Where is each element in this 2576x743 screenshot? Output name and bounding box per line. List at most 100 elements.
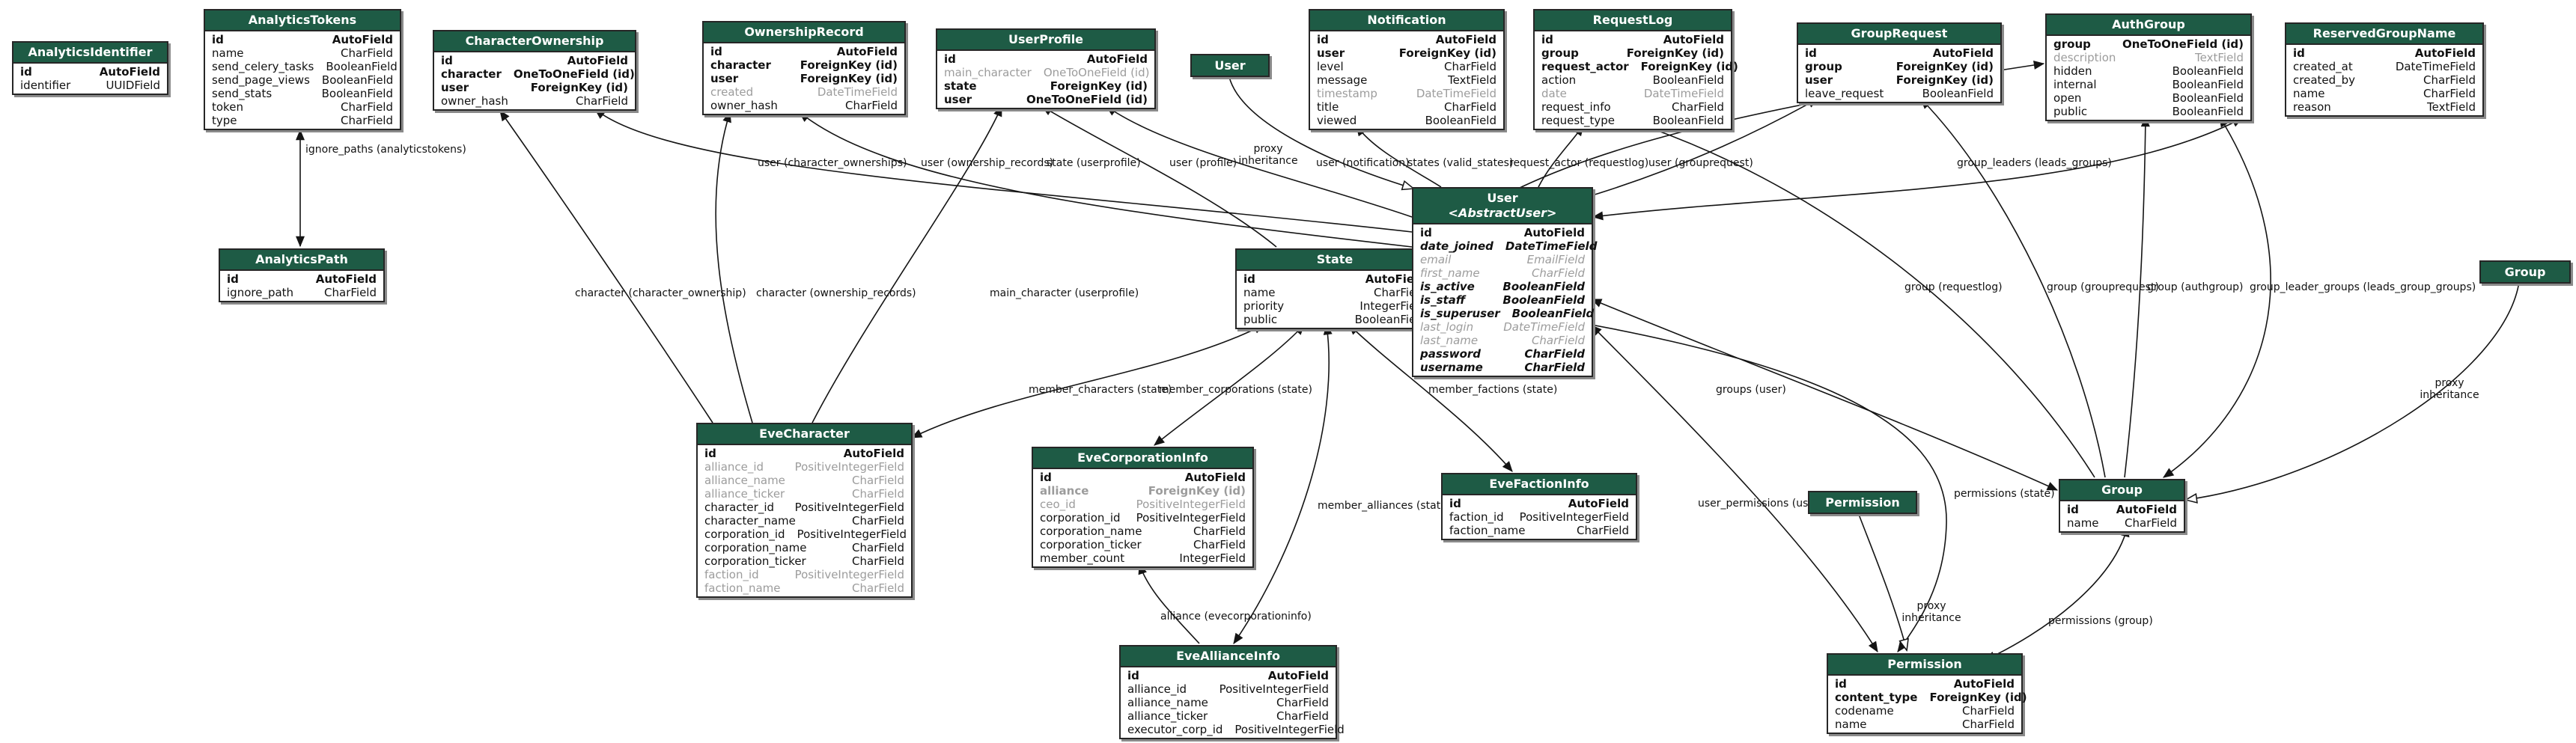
field-name: request_actor [1541,60,1629,73]
field-name: description [2053,51,2116,64]
field-type: CharField [324,286,377,299]
table-title: EveAllianceInfo [1176,649,1280,663]
field-type: CharField [1193,538,1246,551]
field-type: AutoField [99,65,160,79]
field-type: PositiveIntegerField [794,501,904,514]
field-name: request_info [1541,100,1611,114]
relation-edge [1233,323,1333,644]
proxy-model-permission: Permission [1808,491,1917,514]
field-name: password [1420,347,1482,361]
field-type: TextField [2195,51,2244,64]
field-type: CharField [576,94,628,108]
field-type: CharField [1577,524,1629,537]
field-name: alliance_name [704,474,785,487]
table-header: User<AbstractUser> [1413,189,1592,224]
table-title: RequestLog [1592,13,1673,27]
field-name: corporation_name [1040,525,1142,538]
table-header: EveFactionInfo [1443,474,1636,495]
field-name: corporation_ticker [704,554,806,568]
field-name: first_name [1420,266,1480,280]
field-row: alliance_name CharField [698,474,911,487]
field-name: user [441,81,469,94]
field-type: DateTimeField [817,85,898,99]
relation-edge [1138,563,1200,644]
field-type: DateTimeField [1416,87,1496,100]
field-type: CharField [852,474,904,487]
relation-edge [1538,125,1584,188]
table-header: EveAllianceInfo [1121,646,1336,667]
field-type: PositiveIntegerField [1219,682,1329,696]
field-type: BooleanField [1425,114,1496,127]
field-name: id [1835,677,1847,691]
field-name: corporation_ticker [1040,538,1142,551]
field-type: BooleanField [321,73,394,87]
field-type: PositiveIntegerField [1136,511,1246,525]
field-name: is_staff [1420,293,1466,307]
field-type: CharField [2125,516,2177,530]
table-title: AnalyticsIdentifier [28,45,153,59]
field-type: AutoField [332,33,393,46]
field-type: AutoField [1953,677,2015,691]
table-title: GroupRequest [1851,26,1948,40]
field-type: PositiveIntegerField [794,568,904,581]
relation-edge [2124,115,2150,478]
relation-edge [1228,76,1413,189]
field-type: ForeignKey (id) [530,81,628,94]
relation-edge [1590,299,2059,491]
field-name: alliance_id [704,460,764,474]
field-name: member_count [1040,551,1125,565]
field-type: ForeignKey (id) [1626,46,1724,60]
field-name: character_name [704,514,796,528]
field-name: id [1040,471,1052,484]
field-name: open [2053,91,2082,105]
table-subtitle: <AbstractUser> [1448,206,1557,220]
field-name: alliance_name [1127,696,1208,709]
field-type: CharField [341,100,393,114]
field-name: action [1541,73,1577,87]
field-type: BooleanField [321,87,393,100]
field-name: send_celery_tasks [212,60,314,73]
edge-label: request_actor (requestlog) [1509,157,1649,169]
edge-label: groups (user) [1716,384,1786,396]
field-name: name [2067,516,2099,530]
field-name: created_at [2293,60,2353,73]
field-type: DateTimeField [2395,60,2476,73]
field-name: reason [2293,100,2331,114]
field-name: type [212,114,237,127]
edge-label: permissions (state) [1954,488,2055,500]
edge-label: member_alliances (state) [1318,500,1452,512]
table-header: EveCorporationInfo [1033,448,1252,469]
field-row: name CharField [2060,516,2184,530]
edge-label: group (grouprequest) [2047,281,2159,293]
field-name: identifier [20,79,71,92]
relation-edge [1356,125,1442,188]
field-name: id [704,447,716,460]
field-name: corporation_name [704,541,807,554]
field-row: description TextField [2047,51,2250,64]
